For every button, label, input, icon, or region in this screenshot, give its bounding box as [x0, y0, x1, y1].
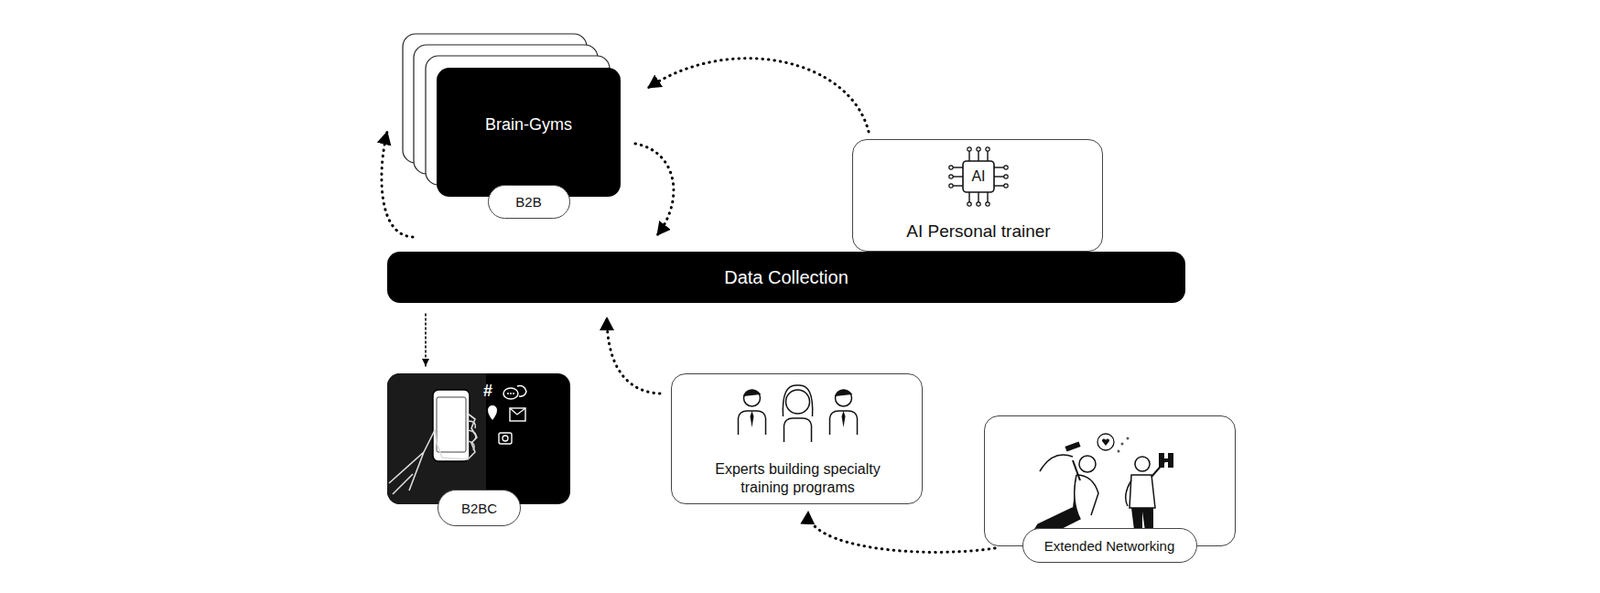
- b2bc-box: #B2BC: [387, 373, 571, 505]
- box-title: Experts building specialty training prog…: [690, 460, 907, 498]
- ai-trainer-box: AI AI Personal trainer: [852, 139, 1103, 252]
- box-title: AI Personal trainer: [906, 221, 1050, 242]
- dotted-connector: [635, 143, 674, 236]
- dotted-connector: [808, 511, 995, 552]
- hashtag-symbol: #: [483, 381, 493, 401]
- tag-pill: B2BC: [437, 489, 521, 527]
- node-illustration: [387, 373, 571, 505]
- dotted-connector: [606, 317, 660, 394]
- chip-text: AI: [971, 168, 985, 185]
- tag-pill: B2B: [487, 184, 571, 219]
- networking-box: Extended Networking: [983, 415, 1236, 547]
- band-title: Data Collection: [724, 267, 849, 289]
- dotted-connector: [424, 313, 427, 367]
- brain-gyms-box: Brain-GymsB2B: [436, 67, 621, 197]
- data-band: Data Collection: [387, 251, 1186, 303]
- dotted-connector: [381, 131, 413, 238]
- dotted-connector: [648, 58, 869, 132]
- box-title: Brain-Gyms: [485, 115, 573, 135]
- tag-pill: Extended Networking: [1022, 528, 1198, 563]
- experts-box: Experts building specialty training prog…: [670, 373, 923, 505]
